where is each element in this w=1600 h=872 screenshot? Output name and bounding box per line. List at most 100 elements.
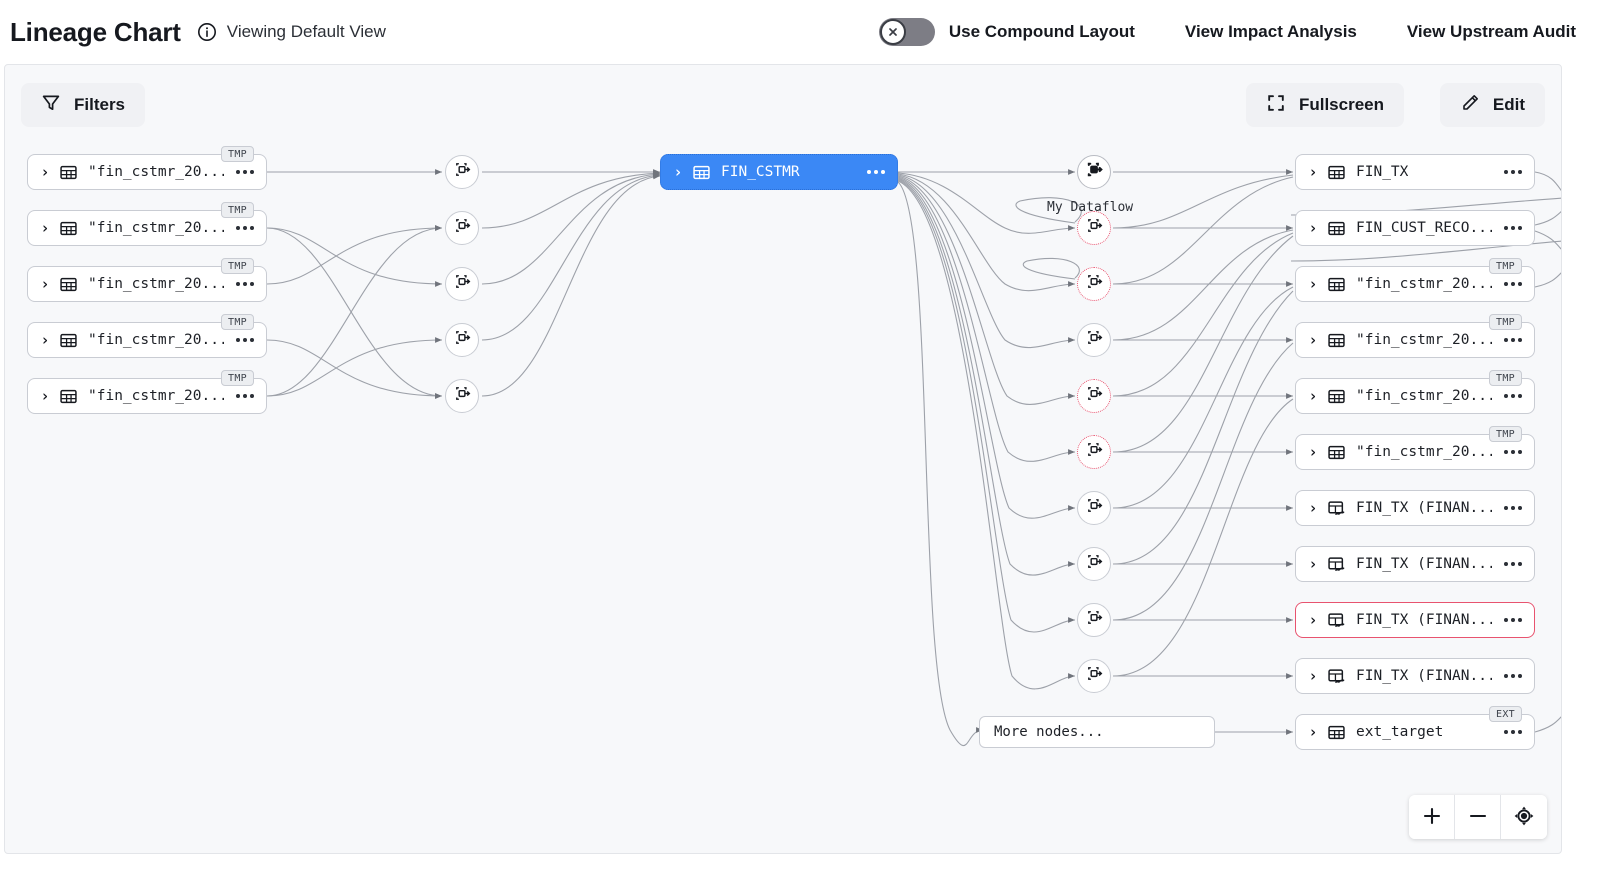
node-label: FIN_CUST_RECO... [1356, 220, 1492, 236]
node-menu-button[interactable] [224, 169, 254, 175]
expand-chevron-icon[interactable]: › [40, 331, 50, 349]
expand-chevron-icon[interactable]: › [1308, 275, 1318, 293]
node-menu-button[interactable] [224, 281, 254, 287]
expand-chevron-icon[interactable]: › [1308, 163, 1318, 181]
expand-chevron-icon[interactable]: › [40, 387, 50, 405]
node-menu-button[interactable] [1492, 617, 1522, 623]
table-icon [693, 164, 710, 181]
dataflow-node[interactable] [1077, 547, 1111, 581]
info-circle-icon[interactable] [197, 22, 217, 42]
expand-chevron-icon[interactable]: › [1308, 555, 1318, 573]
table-node[interactable]: › FIN_TX (FINAN... [1295, 602, 1535, 638]
dataflow-node[interactable] [1077, 659, 1111, 693]
dataflow-node[interactable] [1077, 603, 1111, 637]
dataflow-node[interactable] [445, 379, 479, 413]
fullscreen-button[interactable]: Fullscreen [1245, 83, 1404, 127]
node-menu-button[interactable] [1492, 673, 1522, 679]
table-node[interactable]: › "fin_cstmr_20... TMP [1295, 426, 1535, 470]
node-menu-button[interactable] [224, 393, 254, 399]
dataflow-node[interactable] [1077, 267, 1111, 301]
dataflow-node[interactable] [1077, 435, 1111, 469]
dataflow-icon [453, 328, 472, 352]
dataflow-icon [453, 216, 472, 240]
fit-to-screen-button[interactable] [1501, 795, 1547, 839]
table-node[interactable]: › ext_target EXT [1295, 706, 1535, 750]
filters-button[interactable]: Filters [21, 83, 146, 127]
expand-chevron-icon[interactable]: › [1308, 387, 1318, 405]
table-node[interactable]: › FIN_TX (FINAN... [1295, 658, 1535, 694]
compound-layout-toggle[interactable] [878, 18, 935, 46]
dataflow-node[interactable] [1077, 491, 1111, 525]
table-icon [1328, 724, 1345, 741]
node-badge: TMP [221, 370, 254, 386]
dataflow-node[interactable] [445, 267, 479, 301]
selected-table-node[interactable]: › FIN_CSTMR [660, 154, 898, 190]
node-menu-button[interactable] [1492, 729, 1522, 735]
node-menu-button[interactable] [1492, 505, 1522, 511]
node-menu-button[interactable] [855, 169, 885, 175]
node-menu-button[interactable] [224, 225, 254, 231]
view-table-icon [1328, 500, 1345, 517]
node-menu-button[interactable] [1492, 449, 1522, 455]
table-node[interactable]: › "fin_cstmr_20... TMP [1295, 370, 1535, 414]
node-menu-button[interactable] [1492, 281, 1522, 287]
view-table-icon [1328, 668, 1345, 685]
dataflow-node[interactable] [1077, 155, 1111, 189]
dataflow-node[interactable] [1077, 211, 1111, 245]
expand-chevron-icon[interactable]: › [673, 163, 683, 181]
lineage-canvas[interactable]: › "fin_cstmr_20... TMP › "fin_cstmr_20..… [4, 64, 1562, 854]
table-node[interactable]: › FIN_TX (FINAN... [1295, 490, 1535, 526]
table-node[interactable]: › "fin_cstmr_20... TMP [27, 202, 267, 246]
node-badge: TMP [1489, 258, 1522, 274]
dataflow-node[interactable] [1077, 379, 1111, 413]
node-menu-button[interactable] [1492, 225, 1522, 231]
node-menu-button[interactable] [1492, 169, 1522, 175]
expand-chevron-icon[interactable]: › [1308, 611, 1318, 629]
table-node[interactable]: › FIN_TX [1295, 154, 1535, 190]
minus-icon [1466, 804, 1490, 831]
table-node[interactable]: › FIN_TX (FINAN... [1295, 546, 1535, 582]
node-menu-button[interactable] [224, 337, 254, 343]
expand-chevron-icon[interactable]: › [1308, 499, 1318, 517]
dataflow-node[interactable] [445, 155, 479, 189]
expand-chevron-icon[interactable]: › [1308, 331, 1318, 349]
node-badge: TMP [1489, 370, 1522, 386]
node-menu-button[interactable] [1492, 337, 1522, 343]
pencil-icon [1460, 93, 1480, 118]
expand-chevron-icon[interactable]: › [40, 163, 50, 181]
node-menu-button[interactable] [1492, 561, 1522, 567]
node-label: "fin_cstmr_20... [88, 220, 224, 236]
zoom-controls [1409, 795, 1547, 839]
table-icon [60, 276, 77, 293]
node-label: FIN_TX (FINAN... [1356, 556, 1492, 572]
more-nodes-button[interactable]: More nodes... [979, 716, 1215, 748]
table-node[interactable]: › "fin_cstmr_20... TMP [27, 258, 267, 302]
table-node[interactable]: › "fin_cstmr_20... TMP [1295, 258, 1535, 302]
expand-chevron-icon[interactable]: › [1308, 667, 1318, 685]
expand-chevron-icon[interactable]: › [40, 219, 50, 237]
table-node[interactable]: › "fin_cstmr_20... TMP [27, 370, 267, 414]
expand-chevron-icon[interactable]: › [1308, 443, 1318, 461]
table-icon [60, 220, 77, 237]
table-node[interactable]: › "fin_cstmr_20... TMP [27, 146, 267, 190]
dataflow-node[interactable] [1077, 323, 1111, 357]
dataflow-node[interactable] [445, 323, 479, 357]
zoom-in-button[interactable] [1409, 795, 1455, 839]
zoom-out-button[interactable] [1455, 795, 1501, 839]
table-node[interactable]: › "fin_cstmr_20... TMP [27, 314, 267, 358]
view-impact-analysis-link[interactable]: View Impact Analysis [1184, 22, 1357, 41]
dataflow-node[interactable] [445, 211, 479, 245]
expand-corners-icon [1266, 93, 1286, 118]
close-x-icon [879, 19, 906, 45]
expand-chevron-icon[interactable]: › [40, 275, 50, 293]
expand-chevron-icon[interactable]: › [1308, 723, 1318, 741]
expand-chevron-icon[interactable]: › [1308, 219, 1318, 237]
view-upstream-audit-link[interactable]: View Upstream Audit [1406, 22, 1576, 41]
node-label: "fin_cstmr_20... [1356, 332, 1492, 348]
table-node[interactable]: › "fin_cstmr_20... TMP [1295, 314, 1535, 358]
table-node[interactable]: › FIN_CUST_RECO... [1295, 210, 1535, 246]
edit-button[interactable]: Edit [1439, 83, 1545, 127]
node-label: ext_target [1356, 724, 1444, 740]
node-menu-button[interactable] [1492, 393, 1522, 399]
current-view-label: Viewing Default View [226, 22, 386, 41]
